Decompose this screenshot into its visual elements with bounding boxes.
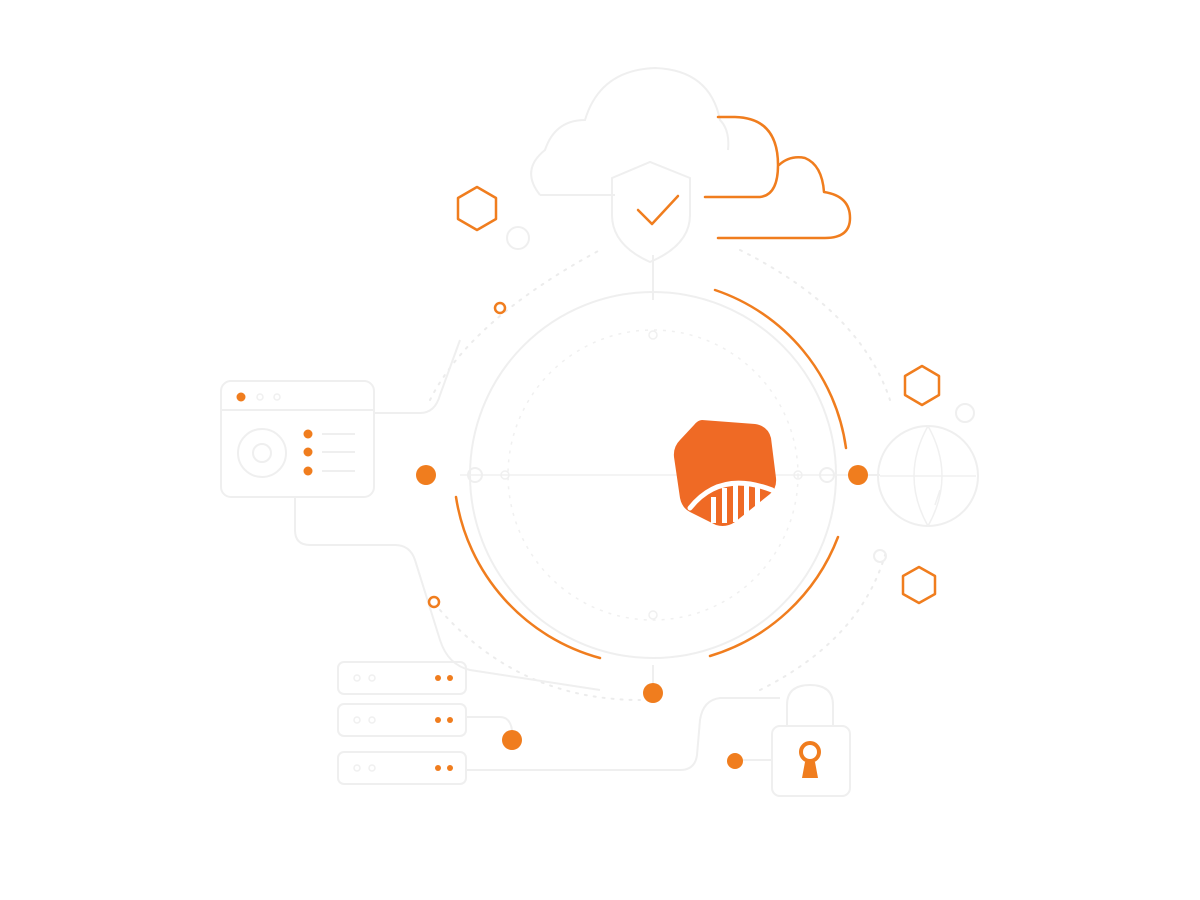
cloud-shield-check-icon bbox=[530, 66, 852, 264]
node-dot-icon bbox=[416, 465, 868, 769]
server-stack-icon bbox=[337, 661, 467, 785]
padlock-icon bbox=[771, 683, 851, 797]
hexagon-outline-icon bbox=[456, 185, 941, 605]
globe-icon bbox=[877, 425, 979, 527]
dotted-orbit bbox=[429, 249, 891, 701]
orange-orbit-arcs bbox=[454, 288, 848, 660]
hexagon-dna-logo-icon bbox=[673, 420, 777, 526]
browser-window-gear-icon bbox=[220, 380, 375, 498]
circuit-connectors bbox=[294, 255, 880, 771]
inner-rings bbox=[460, 291, 850, 659]
ring-icon bbox=[427, 226, 975, 609]
